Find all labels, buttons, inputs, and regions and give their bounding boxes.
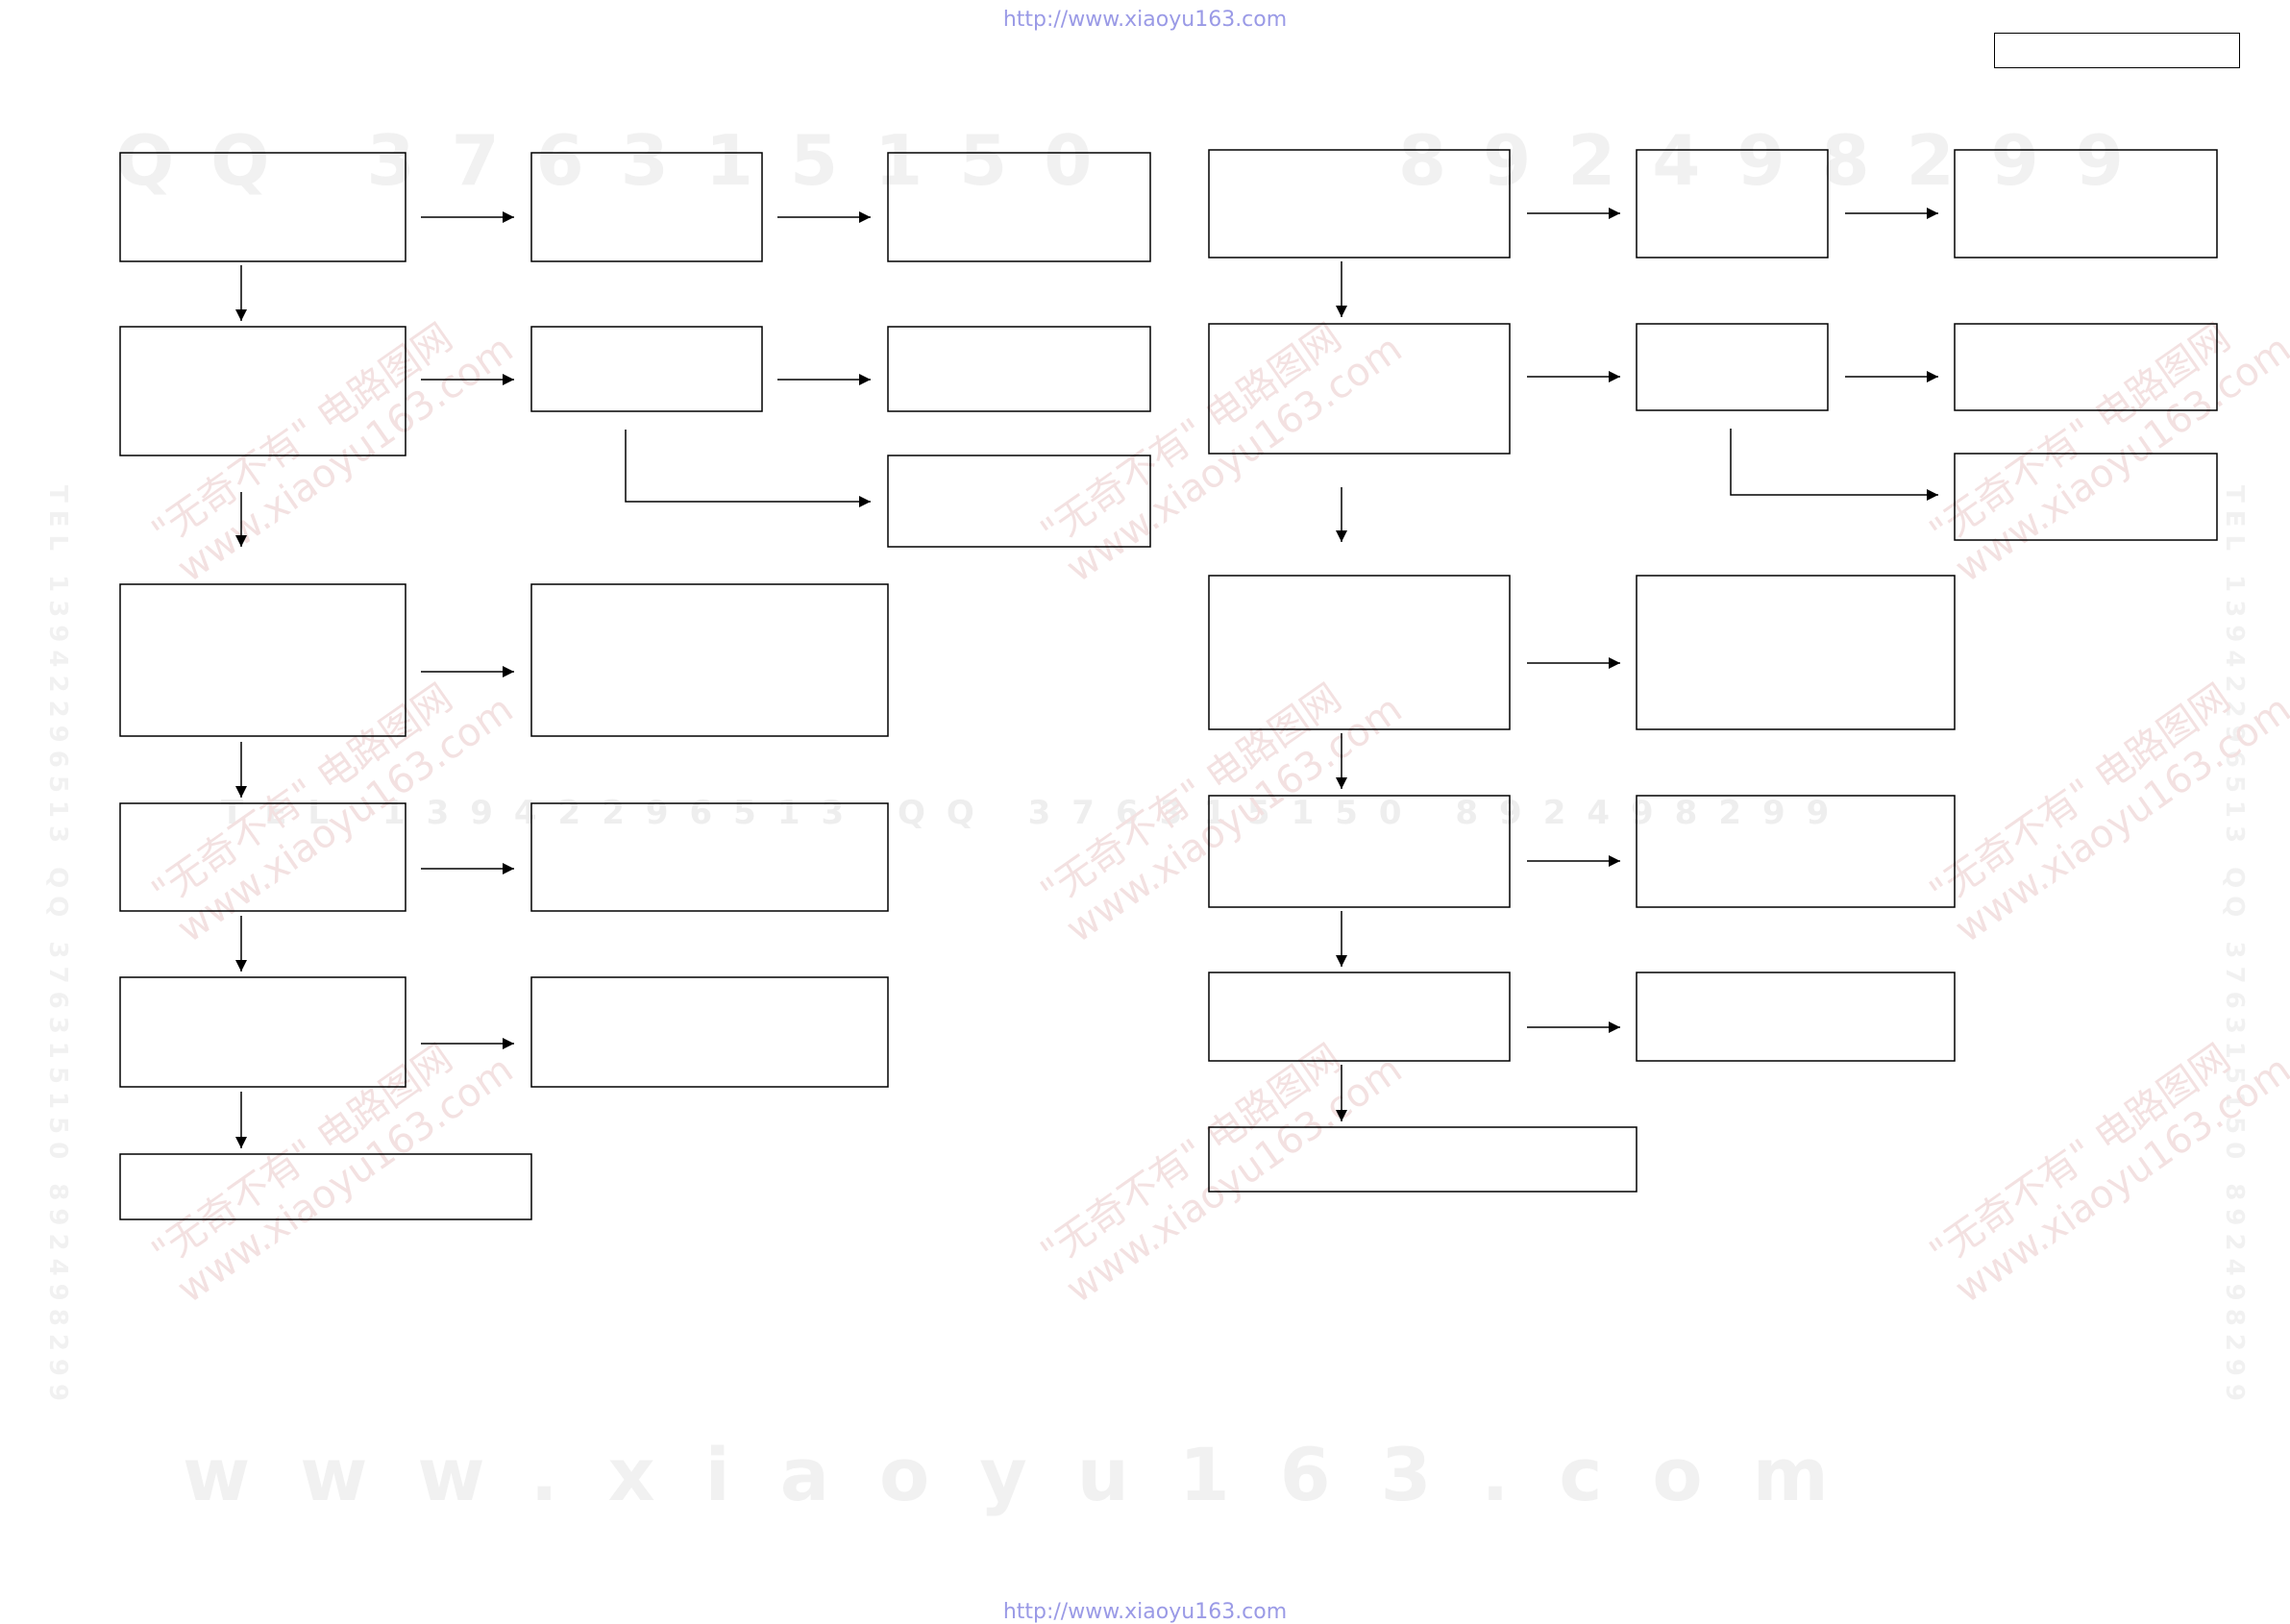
flow-box <box>887 152 1151 262</box>
flow-box <box>530 802 889 912</box>
flow-box <box>1636 149 1829 258</box>
flow-box <box>1208 795 1511 908</box>
flow-box <box>1636 323 1829 411</box>
flow-box <box>1208 1126 1637 1193</box>
flow-box <box>1636 972 1956 1062</box>
flow-box <box>530 326 763 412</box>
flow-arrow <box>625 430 871 507</box>
flow-box <box>530 583 889 737</box>
flow-box <box>119 1153 532 1220</box>
flow-box <box>887 455 1151 548</box>
flow-box <box>530 976 889 1088</box>
flow-box <box>1636 575 1956 730</box>
flowchart-boxes <box>119 149 2218 1220</box>
flow-arrow <box>1730 429 1938 501</box>
flow-box <box>1208 149 1511 258</box>
footer-url[interactable]: http://www.xiaoyu163.com <box>1002 1600 1288 1624</box>
header-url[interactable]: http://www.xiaoyu163.com <box>1002 8 1288 32</box>
flow-box <box>1208 575 1511 730</box>
flow-box <box>1208 972 1511 1062</box>
flow-box <box>887 326 1151 412</box>
flow-box <box>1954 323 2218 411</box>
reference-box <box>1994 33 2240 68</box>
flowchart-arrows <box>235 208 1938 1148</box>
flow-box <box>119 152 406 262</box>
flow-box <box>119 976 406 1088</box>
flow-box <box>119 802 406 912</box>
flow-box <box>1954 149 2218 258</box>
flow-box <box>119 326 406 456</box>
flow-box <box>1636 795 1956 908</box>
flow-box <box>1954 453 2218 541</box>
flow-box <box>119 583 406 737</box>
flow-box <box>1208 323 1511 455</box>
flow-box <box>530 152 763 262</box>
